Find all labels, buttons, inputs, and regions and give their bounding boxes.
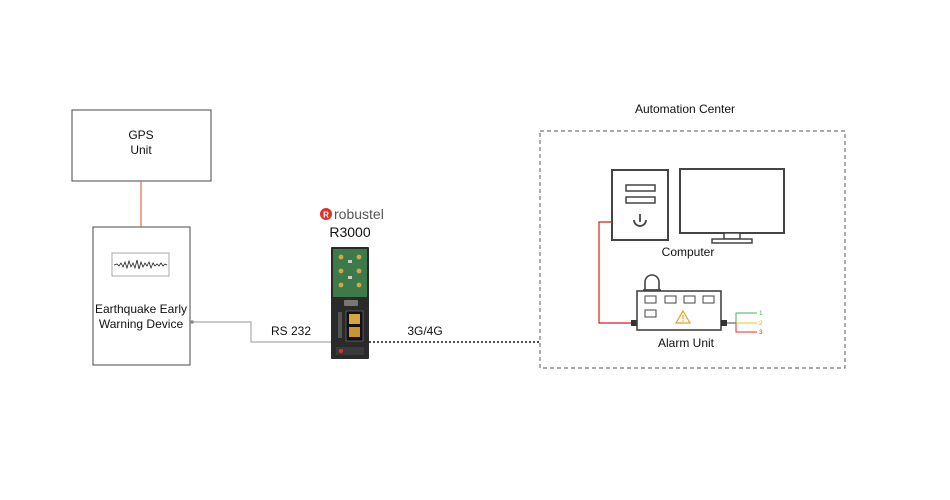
rs232-label: RS 232 <box>271 324 311 338</box>
router-icon <box>331 247 369 359</box>
earthquake-warning-device: Earthquake Early Warning Device <box>92 226 191 366</box>
alarm-output-1: 1 <box>759 310 763 317</box>
brand-name: robustel <box>334 206 384 222</box>
ewd-label-line1: Earthquake Early <box>95 302 187 316</box>
computer-label: Computer <box>662 245 715 259</box>
warning-icon <box>674 309 692 324</box>
alarm-output-3: 3 <box>759 329 763 336</box>
cellular-link: 3G/4G <box>369 324 540 343</box>
gps-label-line1: GPS <box>128 128 153 142</box>
alarm-unit-label: Alarm Unit <box>658 336 715 350</box>
power-icon <box>633 214 647 227</box>
gps-label-line2: Unit <box>130 143 152 157</box>
automation-center: Automation Center <box>539 102 846 369</box>
router-model: R3000 <box>329 224 370 240</box>
alarm-lamp-icon <box>643 274 661 291</box>
pc-tower-icon <box>611 169 669 241</box>
robustel-logo-icon <box>320 208 332 220</box>
automation-center-title: Automation Center <box>635 102 735 116</box>
gps-unit: GPS Unit <box>71 109 212 182</box>
ewd-label-line2: Warning Device <box>99 317 184 331</box>
svg-text:R: R <box>323 211 329 220</box>
computer: Computer <box>611 168 785 259</box>
alarm-outputs: 1 2 3 <box>727 310 763 336</box>
alarm-output-2: 2 <box>759 320 763 327</box>
monitor-icon <box>679 168 785 244</box>
cellular-label: 3G/4G <box>407 324 442 338</box>
alarm-unit: Alarm Unit <box>631 274 727 350</box>
robustel-brand: R robustel R3000 <box>320 206 384 240</box>
alarm-wire <box>598 221 633 324</box>
rs232-link: RS 232 <box>190 320 331 343</box>
seismograph-icon <box>111 252 170 277</box>
